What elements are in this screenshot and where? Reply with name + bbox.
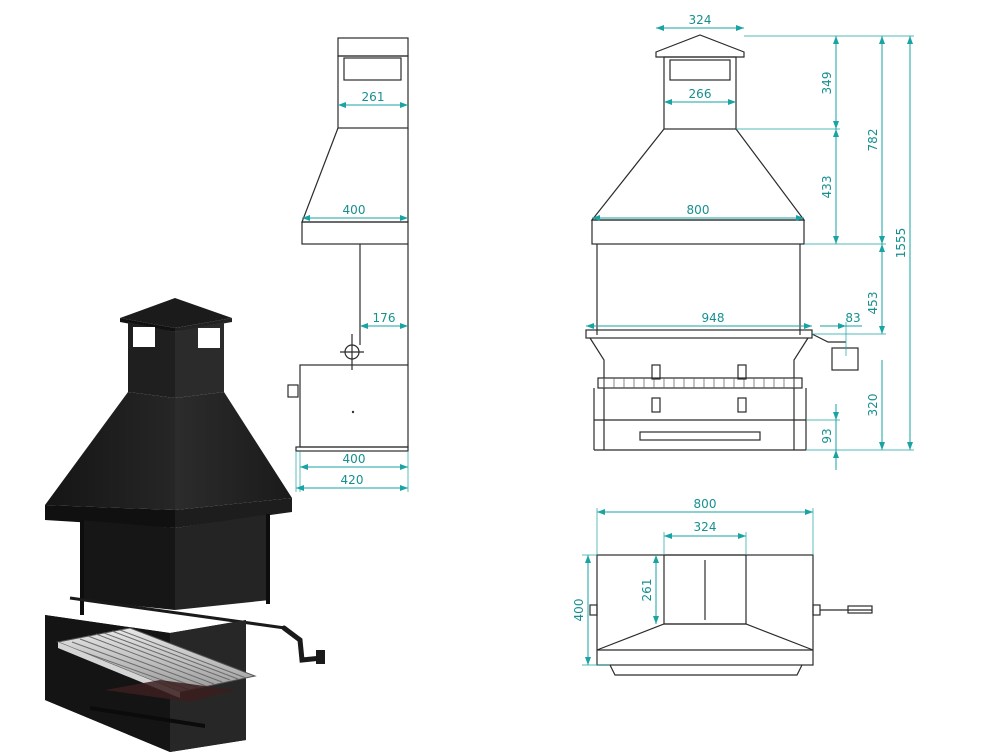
dim-label-261-top: 261 [640,579,654,602]
dim-label-349: 349 [820,72,834,95]
chimney-vent-left [133,327,155,347]
dim-label-800-top: 800 [694,497,717,511]
dim-label-93: 93 [820,428,834,443]
spit-bar [69,596,286,630]
crank-handle[interactable] [281,625,325,663]
dim-label-400-top: 400 [343,203,366,217]
ash-tray [105,680,235,702]
dim-label-948: 948 [702,311,725,325]
dim-label-453: 453 [866,292,880,315]
dim-label-400-base: 400 [343,452,366,466]
hood [45,392,175,510]
dim-label-400-top-view: 400 [572,599,586,622]
dim-label-800-front: 800 [687,203,710,217]
chimney-cap [120,298,232,328]
firebox [80,520,175,610]
chimney-vent-right [198,328,220,348]
dim-label-420: 420 [341,473,364,487]
spit-gear-icon [340,334,364,370]
dim-label-324-top: 324 [694,520,717,534]
dim-label-83: 83 [845,311,860,325]
dim-label-261: 261 [362,90,385,104]
dim-label-1555: 1555 [894,228,908,259]
dim-label-782: 782 [866,129,880,152]
dim-label-433: 433 [820,176,834,199]
dim-label-324: 324 [689,13,712,27]
dim-label-266: 266 [689,87,712,101]
dim-label-320: 320 [866,394,880,417]
dim-label-176: 176 [373,311,396,325]
